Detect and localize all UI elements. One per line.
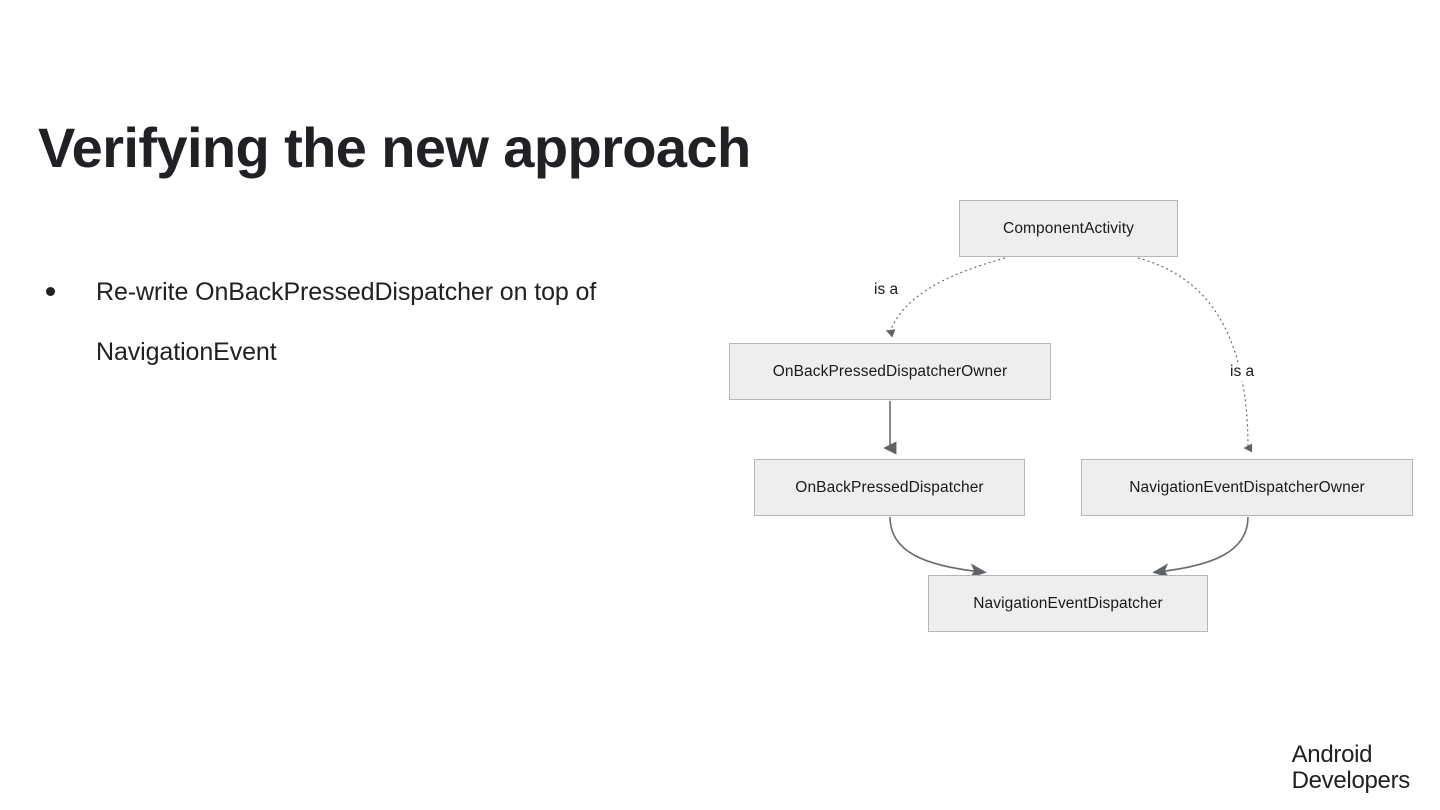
bullet-point-icon — [46, 287, 55, 296]
node-onbackpresseddispatcherowner[interactable]: OnBackPressedDispatcherOwner — [729, 343, 1051, 400]
node-navigationeventdispatcher[interactable]: NavigationEventDispatcher — [928, 575, 1208, 632]
diagram-edges — [883, 257, 1253, 579]
android-developers-logo: Android Developers — [1291, 741, 1411, 795]
node-navigationeventdispatcherowner[interactable]: NavigationEventDispatcherOwner — [1081, 459, 1413, 516]
edge-onbackpresseddispatcher-to-navigationeventdispatcher — [889, 516, 987, 579]
class-hierarchy-diagram: ComponentActivity OnBackPressedDispatche… — [700, 180, 1440, 660]
brand-line-android: Android — [1291, 741, 1373, 769]
list-item-label: Re-write OnBackPressedDispatcher on top … — [96, 278, 597, 366]
node-onbackpresseddispatcher[interactable]: OnBackPressedDispatcher — [754, 459, 1025, 516]
page-title: Verifying the new approach — [38, 115, 751, 179]
bullet-list: Re-write OnBackPressedDispatcher on top … — [40, 262, 690, 382]
edge-label-is-a-right: is a — [1228, 363, 1257, 381]
edge-label-is-a-left: is a — [872, 281, 901, 299]
list-item: Re-write OnBackPressedDispatcher on top … — [40, 262, 690, 382]
edge-navigationeventdispatcherowner-to-navigationeventdispatcher — [1152, 516, 1249, 579]
brand-line-developers: Developers — [1291, 767, 1411, 795]
edge-componentactivity-to-navigationeventdispatcherowner — [1137, 257, 1253, 453]
edge-componentactivity-to-onbackpresseddispatcherowner — [885, 257, 1006, 338]
node-componentactivity[interactable]: ComponentActivity — [959, 200, 1178, 257]
